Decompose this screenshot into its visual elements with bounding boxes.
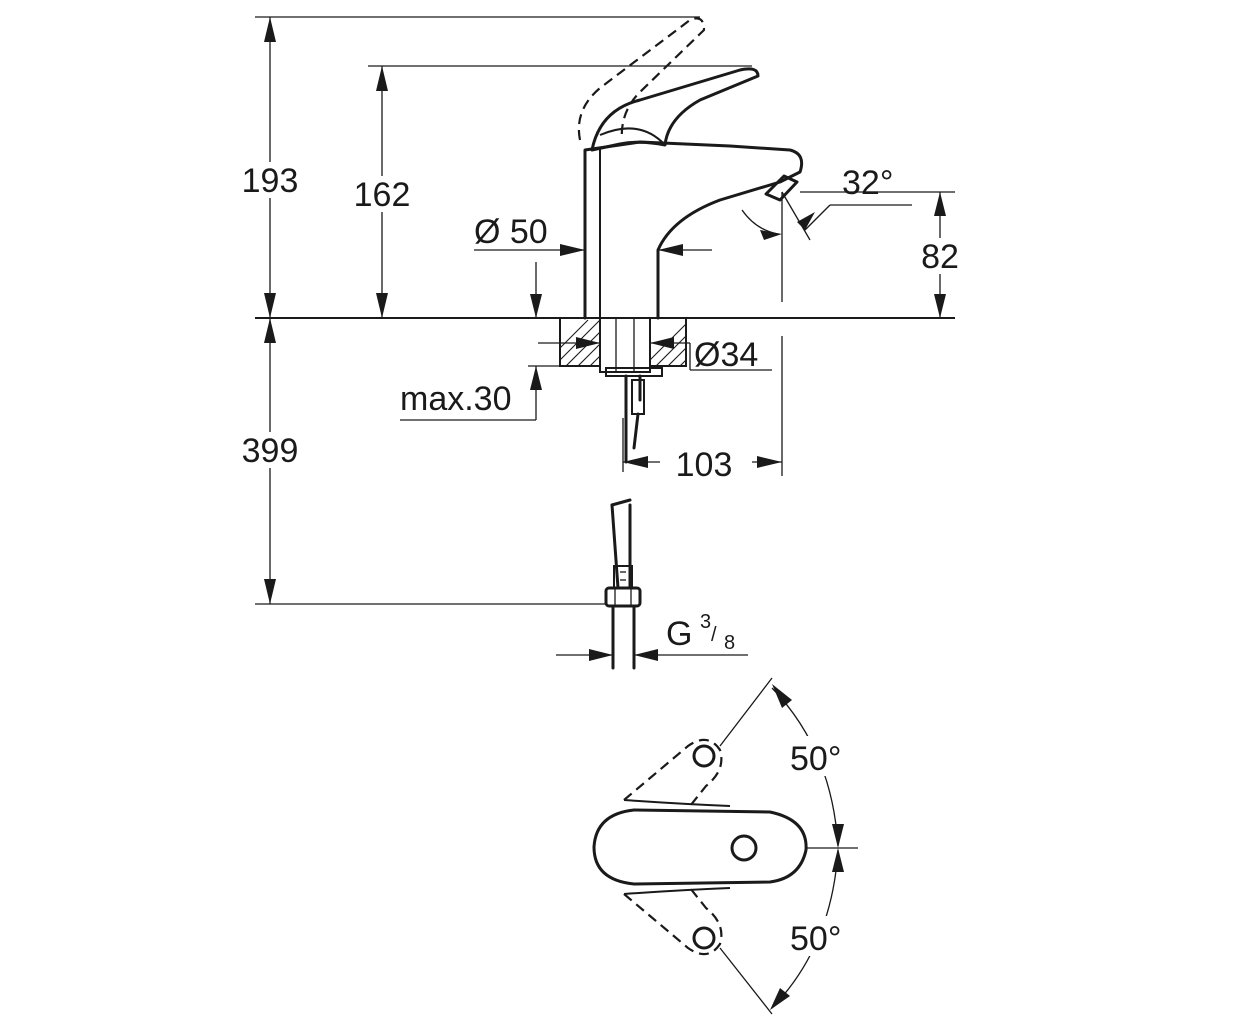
supply-hose xyxy=(604,498,642,670)
dimension-82: 82 xyxy=(800,191,968,318)
mounting-shank xyxy=(599,317,663,464)
dimension-hole-diameter: Ø34 xyxy=(538,336,772,374)
dimension-193: 193 xyxy=(232,16,700,318)
rotation-arc-back: 50° xyxy=(771,684,860,848)
label-thread-g: G xyxy=(666,615,692,653)
label-diameter-34: Ø34 xyxy=(694,336,758,374)
dimension-399: 399 xyxy=(232,318,606,605)
label-thread-slash: / xyxy=(711,624,717,646)
dimension-connection-thread: G 3 / 8 xyxy=(556,611,748,661)
dimension-body-diameter: Ø 50 xyxy=(474,213,712,256)
faucet-body xyxy=(583,140,804,320)
lever-closed xyxy=(590,67,760,152)
dimension-max-thickness: max.30 xyxy=(400,262,560,421)
side-view: 193 162 Ø 50 32° xyxy=(232,16,968,670)
dimension-162: 162 xyxy=(345,65,752,318)
label-angle-32: 32° xyxy=(842,164,893,202)
label-thread-numerator: 3 xyxy=(700,611,711,633)
aerator xyxy=(764,174,799,202)
top-view: 50° 50° xyxy=(592,677,860,1015)
label-162: 162 xyxy=(354,176,411,214)
lever-open xyxy=(577,17,706,141)
label-diameter-50: Ø 50 xyxy=(474,213,548,251)
lever-top-rotated-back xyxy=(623,738,723,807)
lever-top-rotated-front xyxy=(623,887,723,956)
label-rotation-back: 50° xyxy=(790,740,841,778)
label-193: 193 xyxy=(242,162,299,200)
dimension-outlet-angle: 32° xyxy=(741,164,912,302)
label-103: 103 xyxy=(676,446,733,484)
label-399: 399 xyxy=(242,432,299,470)
label-82: 82 xyxy=(921,238,959,276)
label-thread-denominator: 8 xyxy=(724,632,735,654)
rotation-arc-front: 50° xyxy=(770,848,860,1010)
lever-top-closed xyxy=(592,808,808,886)
label-rotation-front: 50° xyxy=(790,920,841,958)
label-max-30: max.30 xyxy=(400,380,512,418)
dimension-103: 103 xyxy=(622,336,783,484)
